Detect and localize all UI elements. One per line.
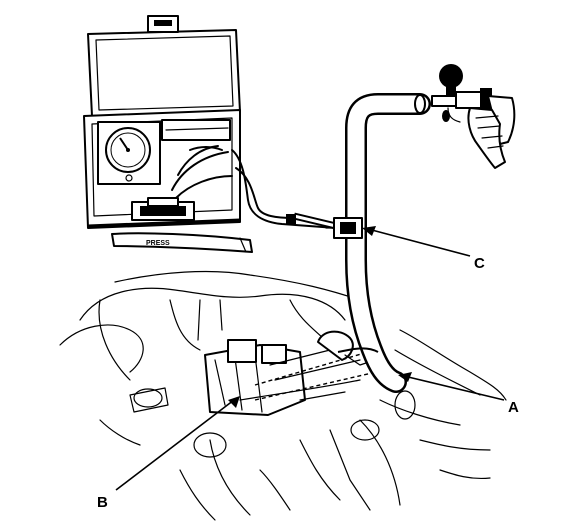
callout-label-a: A [508,399,519,416]
t-fitting-c [325,217,363,239]
hose-a [337,93,431,393]
pump-press-handle: PRESS [111,232,253,253]
throttle-body-assembly [204,330,386,416]
leader-lines [115,226,505,491]
callout-label-b: B [97,494,108,511]
press-marking: PRESS [146,240,170,247]
callout-label-c: C [474,255,485,272]
vacuum-pump-case [83,15,241,229]
vacuum-gauge-tool [431,64,516,169]
engine-background [59,270,507,521]
test-hose [231,149,337,230]
